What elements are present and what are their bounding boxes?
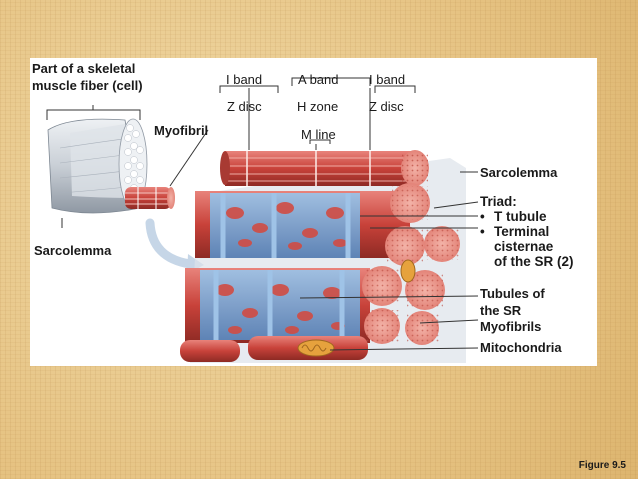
band-brackets	[219, 77, 416, 150]
diagram-panel: Part of a skeletal muscle fiber (cell) I…	[30, 58, 597, 366]
mitochondrion-small	[400, 259, 416, 283]
mitochondrion-shape	[297, 339, 335, 357]
label-sarcolemma-right: Sarcolemma	[480, 165, 558, 180]
label-part-of-fiber-line2: muscle fiber (cell)	[32, 78, 143, 93]
label-part-of-fiber-line1: Part of a skeletal	[32, 61, 136, 76]
label-terminal-bullet: •	[480, 224, 485, 239]
label-t-tubule: T tubule	[494, 209, 547, 224]
muscle-fiber-illustration	[46, 77, 479, 363]
label-terminal-cisternae-line2: cisternae	[494, 239, 554, 254]
label-terminal-cisternae-line3: of the SR (2)	[494, 254, 574, 269]
label-triad: Triad:	[480, 194, 517, 209]
label-terminal-cisternae-line1: Terminal	[494, 224, 550, 239]
label-t-tubule-bullet: •	[480, 209, 485, 224]
label-sarcolemma-left: Sarcolemma	[34, 243, 112, 258]
label-myofibrils: Myofibrils	[480, 319, 542, 334]
label-tubules-sr-line2: the SR	[480, 303, 522, 318]
figure-number: Figure 9.5	[578, 460, 626, 471]
label-a-band: A band	[298, 72, 339, 87]
label-i-band-left: I band	[226, 72, 263, 87]
label-h-zone: H zone	[297, 99, 339, 114]
leader-lines	[61, 129, 479, 351]
sarcoplasmic-reticulum-network	[210, 193, 360, 258]
label-i-band-right: I band	[369, 72, 406, 87]
label-myofibril: Myofibril	[154, 123, 209, 138]
label-tubules-sr-line1: Tubules of	[480, 286, 545, 301]
label-z-disc-right: Z disc	[369, 99, 404, 114]
label-mitochondria: Mitochondria	[480, 340, 562, 355]
myofibril-bundle-enlarged	[180, 150, 466, 363]
muscle-fiber-whole	[46, 105, 175, 214]
label-m-line: M line	[301, 127, 336, 142]
label-z-disc-left: Z disc	[227, 99, 262, 114]
sarcoplasmic-reticulum-network-lower	[200, 270, 360, 340]
